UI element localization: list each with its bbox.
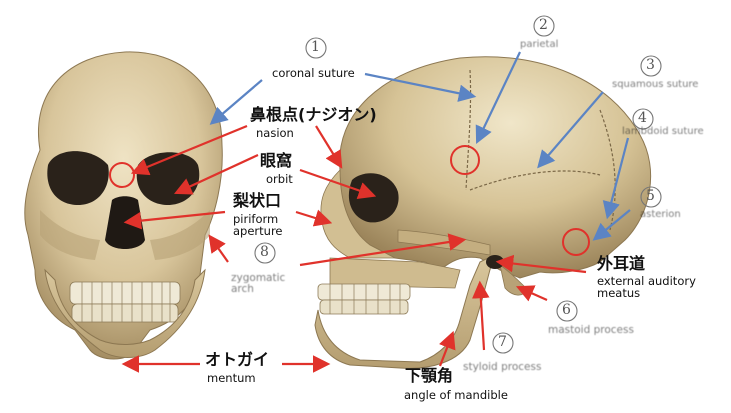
- label-coronal-suture: coronal suture: [272, 67, 355, 79]
- number-8: 8: [260, 244, 269, 260]
- label-orbit-en: orbit: [266, 173, 293, 185]
- number-6: 6: [562, 302, 571, 318]
- label-angle-en: angle of mandible: [404, 389, 508, 401]
- label-mentum-en: mentum: [207, 372, 256, 384]
- front-teeth: [70, 282, 180, 322]
- number-4: 4: [638, 110, 647, 126]
- number-5: 5: [646, 188, 655, 204]
- label-mentum-jp: オトガイ: [205, 352, 269, 369]
- number-1: 1: [311, 39, 320, 55]
- number-7: 7: [498, 334, 507, 350]
- arrow-zygomatic-front: [211, 238, 228, 262]
- number-2: 2: [539, 17, 548, 33]
- label-mastoid-en: mastoid process: [548, 325, 634, 336]
- label-asterion: asterion: [640, 210, 681, 221]
- label-orbit-jp: 眼窩: [260, 153, 292, 170]
- label-piriform-jp: 梨状口: [233, 193, 281, 210]
- side-teeth: [318, 284, 410, 314]
- label-squamous-suture: squamous suture: [612, 80, 698, 91]
- label-ext-auditory-jp: 外耳道: [597, 256, 645, 273]
- label-angle-jp: 下顎角: [405, 368, 453, 385]
- label-lambdoid-suture: lambdoid suture: [622, 127, 704, 138]
- label-styloid-en: styloid process: [463, 362, 541, 373]
- arrow-nasion-side: [316, 126, 340, 165]
- label-piriform-en: piriform aperture: [233, 213, 283, 237]
- label-ext-auditory-en: external auditory meatus: [597, 275, 696, 299]
- label-zygomatic-en: zygomatic arch: [231, 273, 285, 295]
- label-nasion-jp: 鼻根点(ナジオン): [250, 107, 377, 124]
- label-nasion-en: nasion: [256, 127, 294, 139]
- front-skull: [25, 52, 223, 359]
- label-parietal: parietal: [520, 40, 558, 51]
- number-3: 3: [646, 57, 655, 73]
